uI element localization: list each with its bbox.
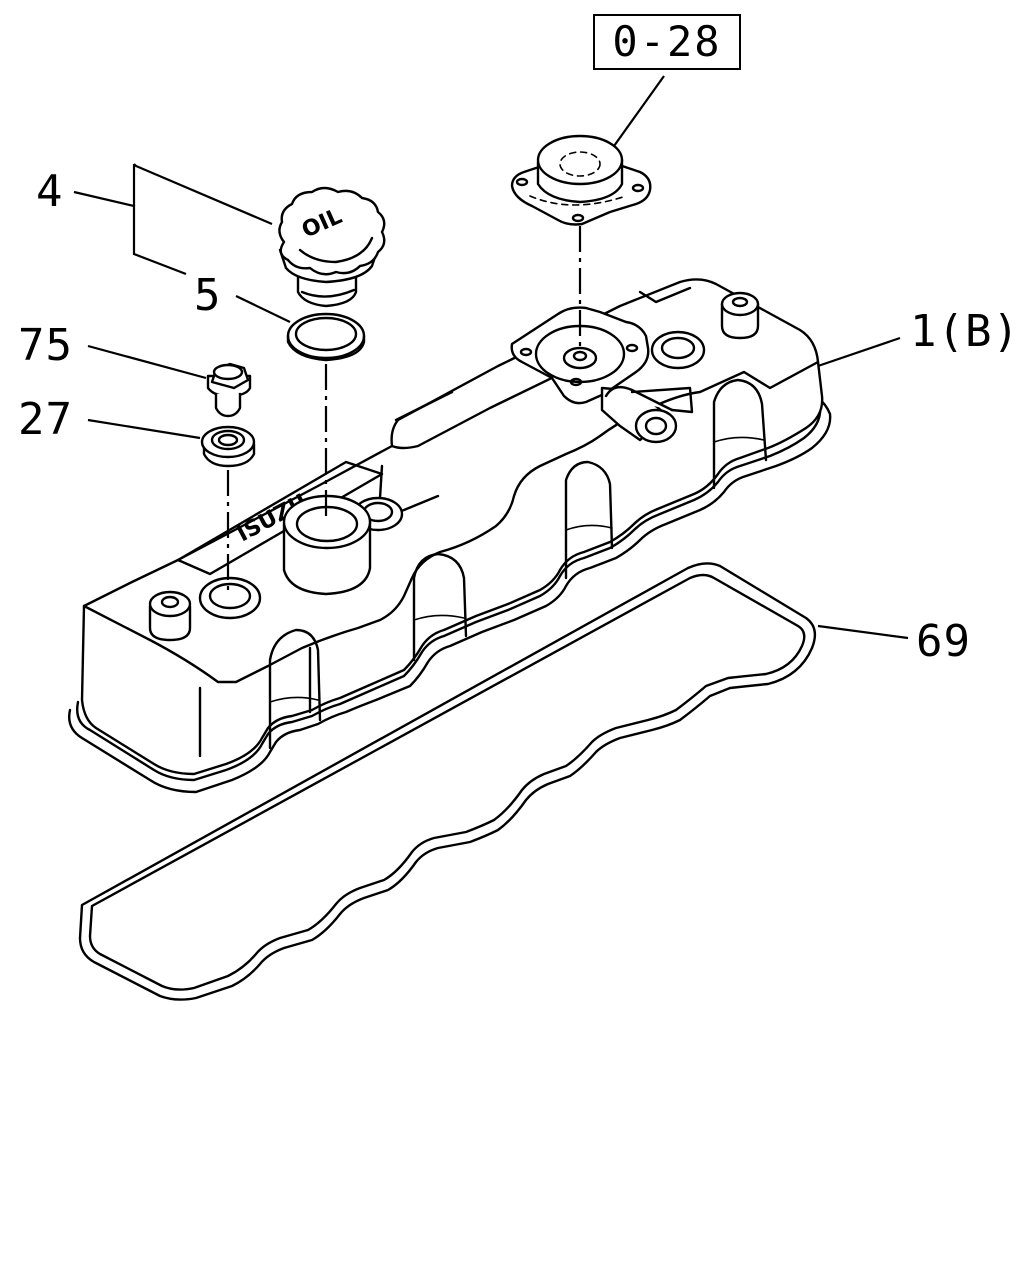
o-ring-5[interactable] (286, 312, 366, 362)
leader-lines (73, 75, 909, 640)
oil-filler-cap-4[interactable]: OIL (278, 186, 386, 308)
gasket-69[interactable] (78, 562, 817, 1001)
ventilation-valve-0-28[interactable] (510, 134, 652, 226)
cylinder-head-cover-1b[interactable]: ISUZU (68, 278, 832, 794)
callout-75[interactable]: 75 (18, 320, 73, 371)
assembly-lines (226, 226, 582, 592)
callout-69[interactable]: 69 (916, 616, 971, 667)
callout-4[interactable]: 4 (36, 166, 64, 217)
callout-5[interactable]: 5 (194, 270, 222, 321)
callout-1b[interactable]: 1(B) (910, 306, 1020, 357)
callout-27[interactable]: 27 (18, 394, 73, 445)
washer-27[interactable] (200, 425, 256, 468)
reference-box-label[interactable]: 0-28 (593, 14, 741, 70)
bolt-75[interactable] (206, 362, 252, 418)
